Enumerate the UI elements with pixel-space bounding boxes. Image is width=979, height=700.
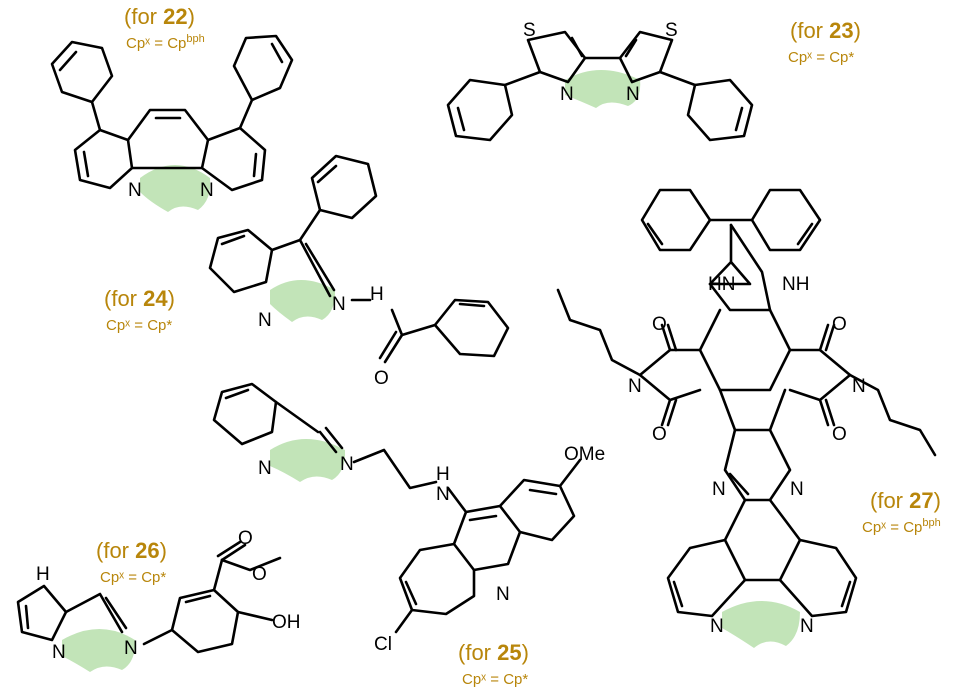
cp-label-27: Cpˣ = Cpbph bbox=[862, 517, 941, 536]
structure-23: S S N N bbox=[446, 20, 754, 142]
atom-O-27c: O bbox=[832, 314, 847, 335]
atom-N-27e: N bbox=[710, 616, 724, 637]
atom-H-25: H bbox=[436, 464, 450, 485]
atom-N-26b: N bbox=[124, 638, 138, 659]
atom-N-27c: N bbox=[712, 479, 726, 500]
atom-N-27f: N bbox=[800, 616, 814, 637]
cp-label-24: Cpˣ = Cp* bbox=[106, 317, 172, 334]
atom-N-27a: N bbox=[628, 376, 642, 397]
atom-N-25a: N bbox=[258, 458, 272, 479]
atom-S-23b: S bbox=[665, 20, 678, 41]
label-26: (for 26) bbox=[96, 538, 167, 563]
atom-N-27b: N bbox=[852, 376, 866, 397]
structure-27: HN NH O O O O N N N N N N bbox=[556, 188, 937, 648]
atom-N-25b: N bbox=[340, 454, 354, 475]
atom-NH-24: H bbox=[370, 284, 384, 305]
structure-24: N N H O bbox=[208, 154, 510, 389]
atom-N-25c: N bbox=[436, 484, 450, 505]
cp-label-23: Cpˣ = Cp* bbox=[788, 49, 854, 66]
atom-O-26b: O bbox=[252, 564, 267, 585]
atom-Cl-25: Cl bbox=[374, 634, 392, 655]
label-24: (for 24) bbox=[104, 286, 175, 311]
cp-label-22: Cpˣ = Cpbph bbox=[126, 33, 205, 52]
binding-pocket-26 bbox=[62, 629, 136, 672]
binding-pocket-22 bbox=[140, 165, 211, 212]
atom-O-24: O bbox=[374, 368, 389, 389]
atom-N-22b: N bbox=[200, 180, 214, 201]
atom-N-26a: N bbox=[52, 642, 66, 663]
structure-26: H N N O O OH bbox=[16, 528, 301, 672]
atom-OMe-25: OMe bbox=[564, 444, 605, 465]
binding-pocket-27 bbox=[722, 601, 800, 648]
atom-HN-27: HN bbox=[708, 274, 735, 295]
atom-O-27a: O bbox=[652, 314, 667, 335]
atom-S-23a: S bbox=[523, 20, 536, 41]
binding-pocket-24 bbox=[270, 280, 336, 322]
atom-N-25d: N bbox=[496, 584, 510, 605]
binding-pocket-23 bbox=[565, 70, 641, 108]
label-25: (for 25) bbox=[458, 640, 529, 665]
label-22: (for 22) bbox=[124, 4, 195, 29]
atom-NH-26: H bbox=[36, 564, 50, 585]
binding-pocket-25 bbox=[270, 439, 346, 482]
atom-N-23a: N bbox=[560, 84, 574, 105]
atom-N-24a: N bbox=[258, 310, 272, 331]
atom-N-23b: N bbox=[626, 84, 640, 105]
atom-O-26a: O bbox=[238, 528, 253, 549]
cp-label-26: Cpˣ = Cp* bbox=[100, 569, 166, 586]
atom-N-27d: N bbox=[790, 479, 804, 500]
atom-N-22a: N bbox=[128, 180, 142, 201]
atom-NH-27: NH bbox=[782, 274, 809, 295]
atom-OH-26: OH bbox=[272, 612, 301, 633]
atom-O-27b: O bbox=[652, 424, 667, 445]
atom-O-27d: O bbox=[832, 424, 847, 445]
structure-22: N N bbox=[50, 34, 294, 212]
structure-25: N N H N N OMe Cl bbox=[212, 382, 605, 655]
atom-N-24b: N bbox=[332, 294, 346, 315]
label-23: (for 23) bbox=[790, 18, 861, 43]
label-27: (for 27) bbox=[870, 488, 941, 513]
cp-label-25: Cpˣ = Cp* bbox=[462, 671, 528, 688]
